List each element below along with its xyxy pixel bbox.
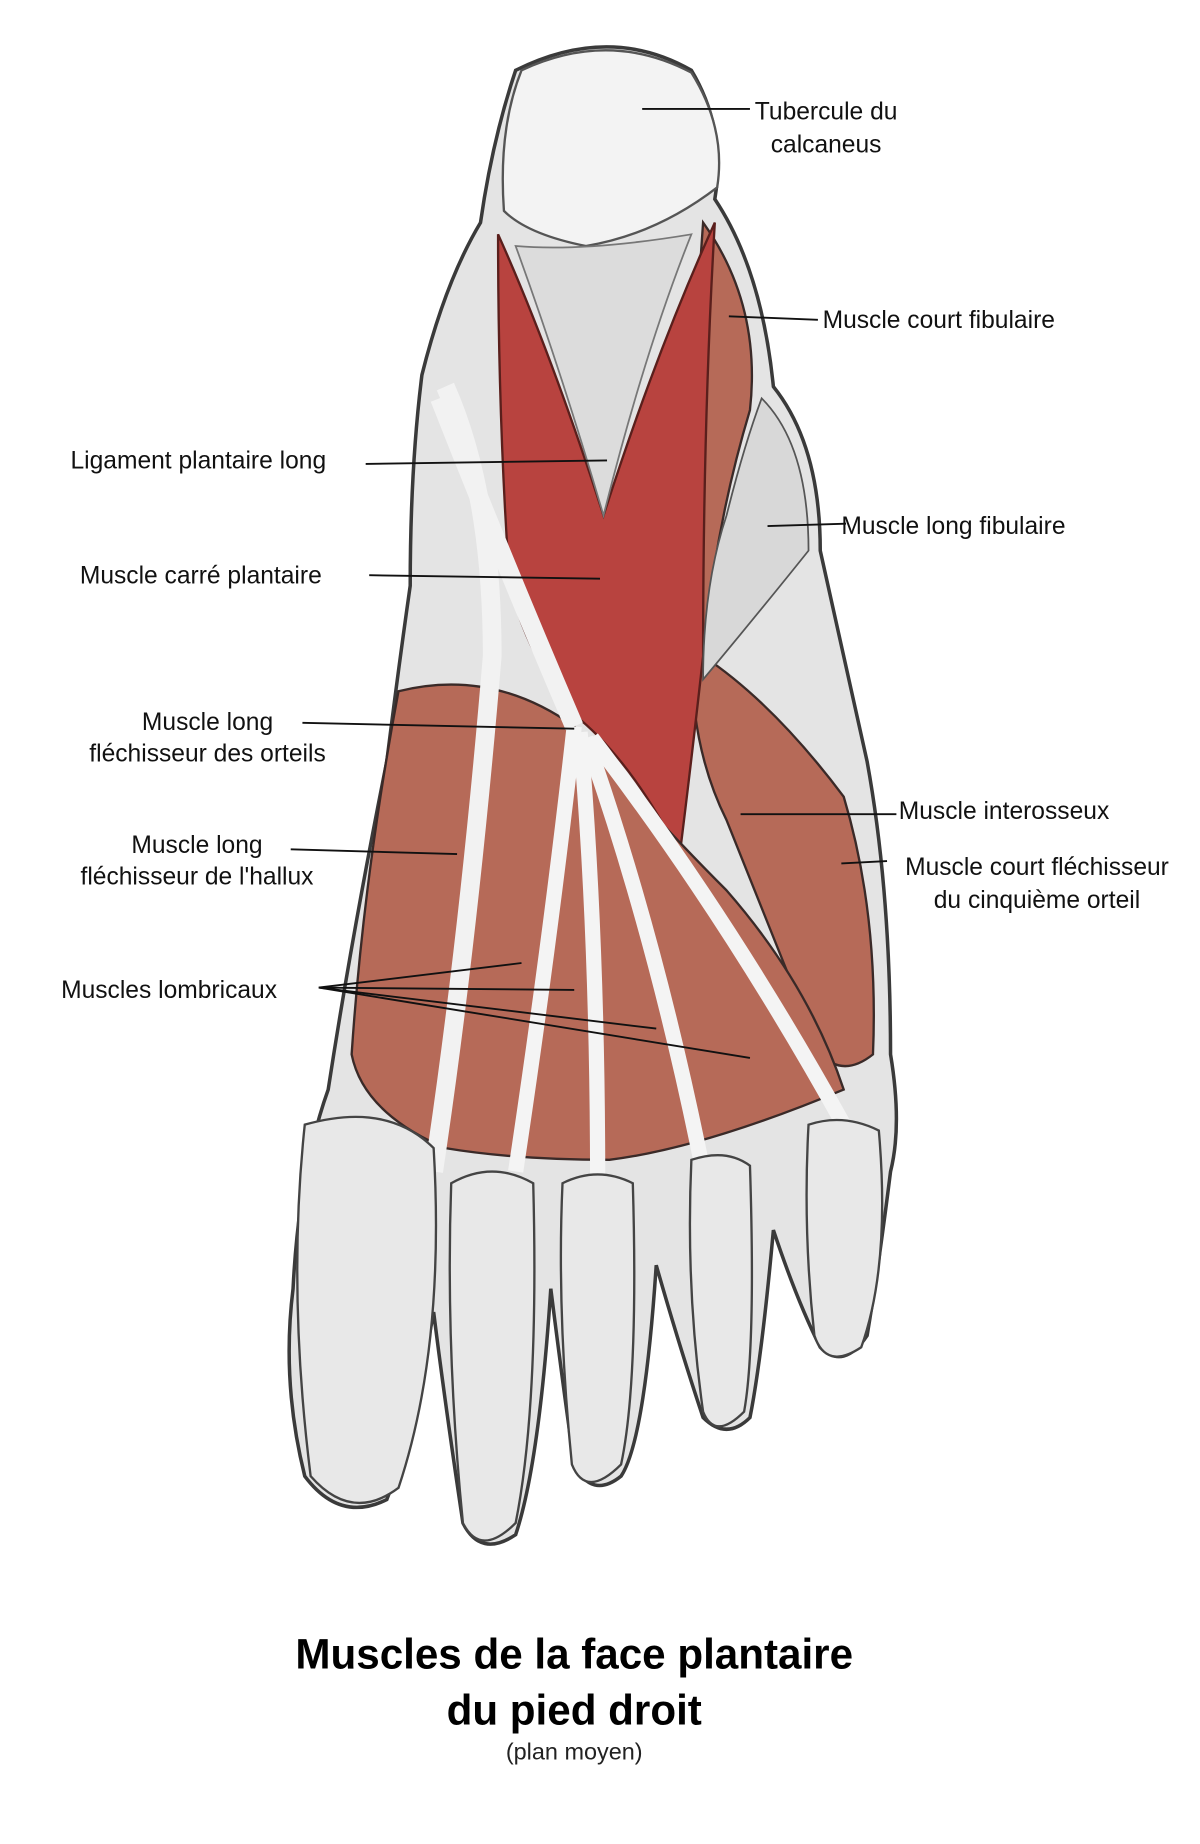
label-long-fibulaire: Muscle long fibulaire: [841, 513, 1065, 540]
label-court-flechisseur-5-line2: du cinquième orteil: [934, 887, 1140, 914]
label-long-flechisseur-orteils-line1: Muscle long: [142, 709, 273, 736]
label-tubercule-line2: calcaneus: [771, 131, 882, 158]
title-line2: du pied droit: [447, 1687, 702, 1734]
leader-lines: [290, 108, 897, 1059]
tendon-long-flechisseur-orteils: [430, 394, 583, 731]
label-interosseux: Muscle interosseux: [899, 798, 1110, 825]
title-line1: Muscles de la face plantaire: [295, 1630, 853, 1677]
label-lombricaux: Muscles lombricaux: [61, 977, 278, 1004]
label-long-flechisseur-hallux-line1: Muscle long: [131, 832, 262, 859]
calcaneus: [501, 49, 721, 248]
foot-illustration: [287, 45, 899, 1546]
subtitle: (plan moyen): [506, 1739, 643, 1765]
muscle-long-fibulaire: [702, 396, 810, 682]
label-court-flechisseur-5-line1: Muscle court fléchisseur: [905, 854, 1169, 881]
flexor-tendons: [508, 725, 851, 1184]
ligament-plantaire-long: [514, 233, 693, 519]
toes: [296, 1115, 884, 1542]
label-long-flechisseur-orteils-line2: fléchisseur des orteils: [89, 740, 325, 767]
label-court-fibulaire: Muscle court fibulaire: [823, 307, 1055, 334]
label-long-flechisseur-hallux-line2: fléchisseur de l'hallux: [80, 864, 314, 891]
label-carre-plantaire: Muscle carré plantaire: [80, 562, 322, 589]
label-tubercule-line1: Tubercule du: [755, 98, 898, 125]
label-ligament-plantaire-long: Ligament plantaire long: [70, 448, 326, 475]
